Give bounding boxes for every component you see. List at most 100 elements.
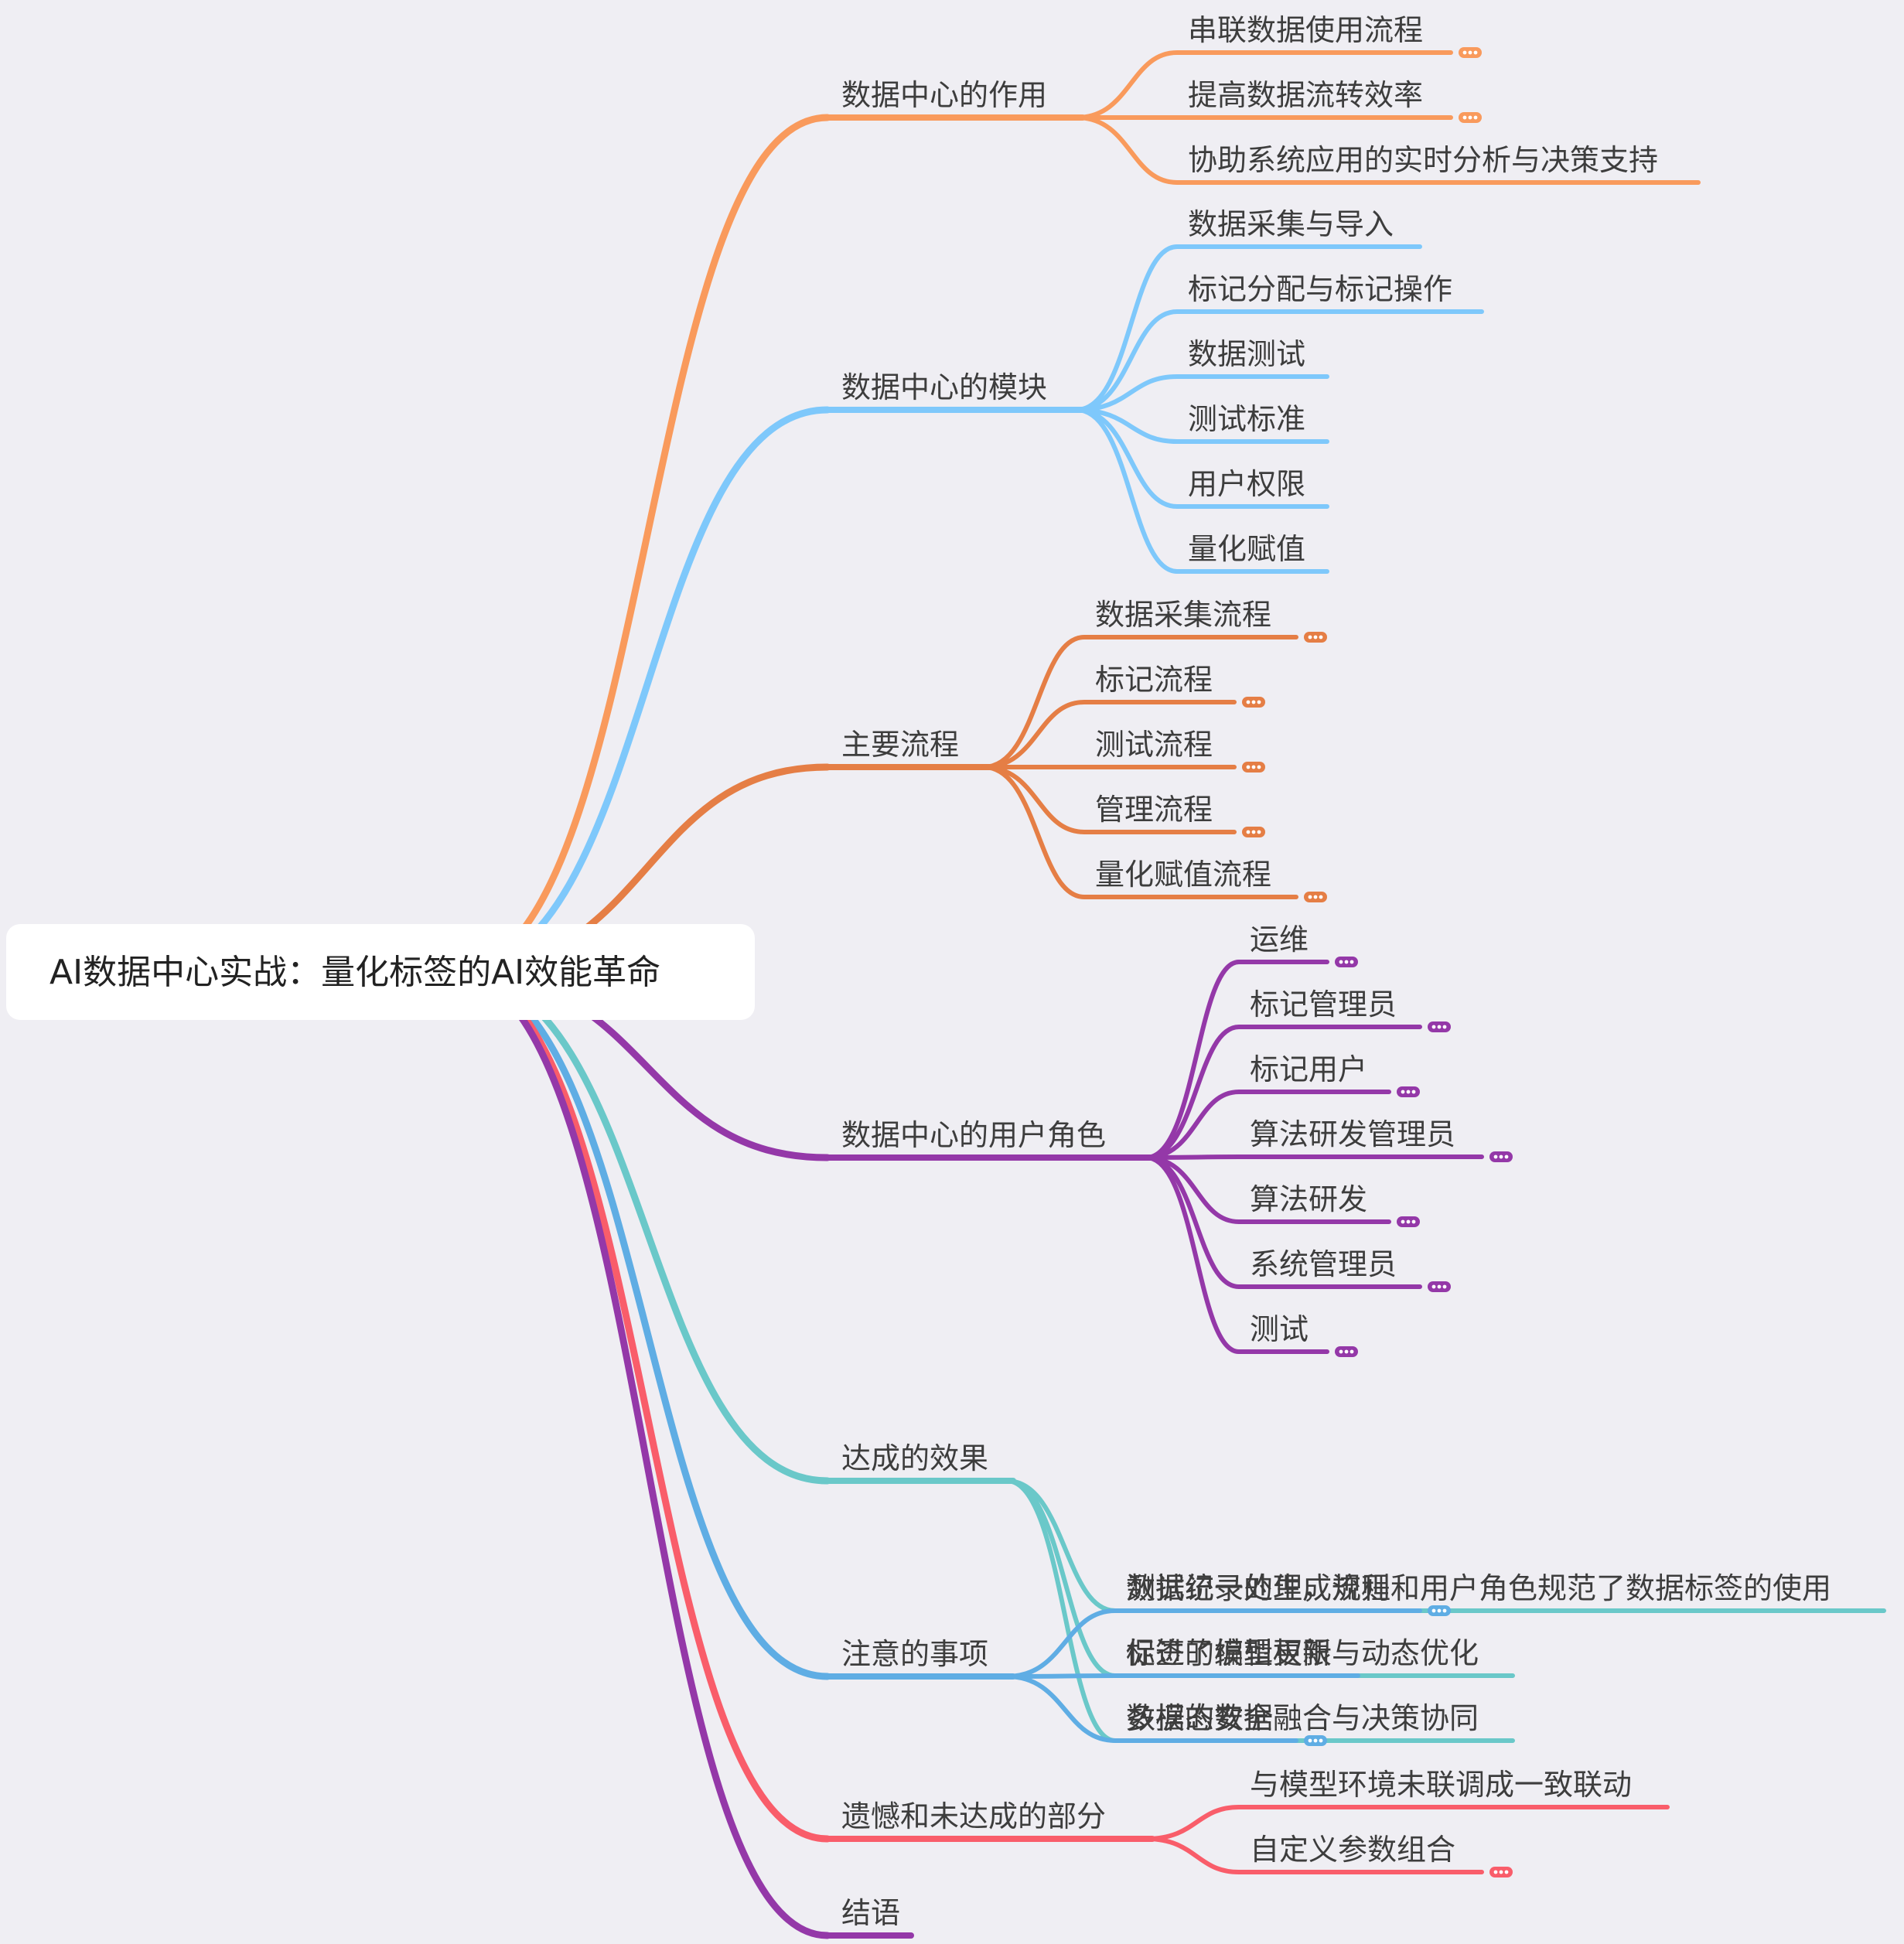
branch-node[interactable]: 结语 xyxy=(841,1896,900,1930)
collapse-toggle[interactable] xyxy=(1242,762,1265,772)
ellipsis-dot-icon xyxy=(1308,1738,1312,1743)
ellipsis-dot-icon xyxy=(1437,1284,1442,1289)
leaf-connector xyxy=(981,765,1237,834)
ellipsis-dot-icon xyxy=(1411,1219,1416,1224)
collapse-toggle[interactable] xyxy=(1304,1735,1327,1746)
ellipsis-dot-icon xyxy=(1313,635,1318,639)
leaf-label: 管理流程 xyxy=(1095,793,1213,827)
leaf-node[interactable]: 测试标准 xyxy=(1188,402,1305,436)
leaf-node[interactable]: 标记流程 xyxy=(1095,663,1265,708)
collapse-toggle[interactable] xyxy=(1242,827,1265,837)
collapse-toggle[interactable] xyxy=(1335,957,1358,967)
leaf-node[interactable]: 量化赋值 xyxy=(1188,532,1305,566)
ellipsis-dot-icon xyxy=(1406,1090,1411,1094)
leaf-label: 标记分配与标记操作 xyxy=(1188,272,1452,306)
collapse-toggle[interactable] xyxy=(1459,47,1482,58)
leaf-label: 测试记录的生成规则 xyxy=(1126,1571,1390,1605)
collapse-toggle[interactable] xyxy=(1428,1605,1451,1616)
leaf-connector xyxy=(1074,244,1422,412)
leaf-node[interactable]: 系统管理员 xyxy=(1250,1247,1451,1292)
branch-label: 数据中心的模块 xyxy=(841,370,1047,404)
leaf-label: 量化赋值流程 xyxy=(1095,858,1271,892)
leaf-node[interactable]: 运维 xyxy=(1250,923,1358,967)
leaf-node[interactable]: 提高数据流转效率 xyxy=(1188,78,1482,123)
ellipsis-dot-icon xyxy=(1246,765,1251,769)
leaf-connector xyxy=(1144,1805,1670,1841)
leaf-label: 量化赋值 xyxy=(1188,532,1305,566)
leaf-connector xyxy=(1144,1090,1391,1160)
collapse-toggle[interactable] xyxy=(1397,1086,1420,1097)
leaf-node[interactable]: 算法研发管理员 xyxy=(1250,1117,1513,1162)
leaf-node[interactable]: 量化赋值流程 xyxy=(1095,858,1327,902)
leaf-connector xyxy=(1074,50,1453,120)
leaf-node[interactable]: 标签的编辑权限 xyxy=(1126,1636,1332,1670)
collapse-toggle[interactable] xyxy=(1397,1216,1420,1227)
leaf-node[interactable]: 数据的安全 xyxy=(1126,1701,1327,1746)
leaf-node[interactable]: 标记管理员 xyxy=(1250,987,1451,1032)
leaf-label: 测试标准 xyxy=(1188,402,1305,436)
leaf-node[interactable]: 多模态数据融合与决策协同 xyxy=(1126,1701,1479,1735)
leaf-node[interactable]: 协助系统应用的实时分析与决策支持 xyxy=(1188,143,1658,177)
collapse-toggle[interactable] xyxy=(1304,892,1327,902)
collapse-toggle[interactable] xyxy=(1304,632,1327,643)
ellipsis-dot-icon xyxy=(1313,895,1318,899)
leaf-node[interactable]: 促进了模型更新与动态优化 xyxy=(1126,1636,1479,1670)
leaf-label: 标签的编辑权限 xyxy=(1126,1636,1332,1670)
ellipsis-dot-icon xyxy=(1319,895,1323,899)
collapse-toggle[interactable] xyxy=(1459,112,1482,123)
leaf-node[interactable]: 数据采集与导入 xyxy=(1188,207,1394,241)
leaf-node[interactable]: 用户权限 xyxy=(1188,467,1305,501)
leaf-node[interactable]: 标记分配与标记操作 xyxy=(1188,272,1452,306)
leaf-node[interactable]: 测试记录的生成规则 xyxy=(1126,1571,1451,1616)
leaf-node[interactable]: 自定义参数组合 xyxy=(1250,1833,1513,1877)
leaf-connector xyxy=(1005,1608,1422,1679)
branch-node[interactable]: 主要流程 xyxy=(841,728,959,762)
leaf-connector xyxy=(1144,960,1329,1160)
leaf-node[interactable]: 测试 xyxy=(1250,1312,1358,1357)
leaf-node[interactable]: 串联数据使用流程 xyxy=(1188,13,1482,58)
branch-connector xyxy=(449,406,831,976)
branch-label: 数据中心的作用 xyxy=(841,78,1047,112)
ellipsis-dot-icon xyxy=(1257,830,1261,834)
ellipsis-dot-icon xyxy=(1344,1349,1349,1354)
leaf-node[interactable]: 管理流程 xyxy=(1095,793,1265,837)
ellipsis-dot-icon xyxy=(1504,1870,1509,1874)
collapse-toggle[interactable] xyxy=(1428,1021,1451,1032)
branch-connector xyxy=(449,968,831,1485)
branch-node[interactable]: 遗憾和未达成的部分 xyxy=(841,1799,1106,1833)
branch-label: 遗憾和未达成的部分 xyxy=(841,1799,1106,1833)
ellipsis-dot-icon xyxy=(1339,960,1343,964)
collapse-toggle[interactable] xyxy=(1489,1151,1513,1162)
leaf-label: 系统管理员 xyxy=(1250,1247,1397,1281)
leaf-node[interactable]: 标记用户 xyxy=(1250,1052,1420,1097)
ellipsis-dot-icon xyxy=(1431,1025,1436,1029)
collapse-toggle[interactable] xyxy=(1335,1346,1358,1357)
root-node[interactable]: AI数据中心实战：量化标签的AI效能革命 xyxy=(6,924,755,1020)
leaf-connector xyxy=(1144,1025,1422,1160)
ellipsis-dot-icon xyxy=(1251,765,1256,769)
leaf-node[interactable]: 测试流程 xyxy=(1095,728,1265,772)
leaf-node[interactable]: 算法研发 xyxy=(1250,1182,1420,1227)
root-title: AI数据中心实战：量化标签的AI效能革命 xyxy=(49,953,660,992)
leaf-node[interactable]: 与模型环境未联调成一致联动 xyxy=(1250,1768,1632,1802)
branch-node[interactable]: 数据中心的用户角色 xyxy=(841,1118,1106,1152)
ellipsis-dot-icon xyxy=(1257,700,1261,704)
ellipsis-dot-icon xyxy=(1401,1090,1405,1094)
collapse-toggle[interactable] xyxy=(1428,1281,1451,1292)
branch-node[interactable]: 数据中心的作用 xyxy=(841,78,1047,112)
branch-connector xyxy=(449,968,831,1680)
leaf-connector xyxy=(1005,1674,1298,1743)
collapse-toggle[interactable] xyxy=(1489,1867,1513,1877)
leaf-node[interactable]: 数据统一处理，流程和用户角色规范了数据标签的使用 xyxy=(1126,1571,1831,1605)
leaf-node[interactable]: 数据测试 xyxy=(1188,337,1305,371)
branch-node[interactable]: 数据中心的模块 xyxy=(841,370,1047,404)
collapse-toggle[interactable] xyxy=(1242,697,1265,708)
branch-label: 结语 xyxy=(841,1896,900,1930)
ellipsis-dot-icon xyxy=(1251,830,1256,834)
leaf-connector xyxy=(1074,408,1329,509)
ellipsis-dot-icon xyxy=(1442,1284,1447,1289)
branch-node[interactable]: 达成的效果 xyxy=(841,1441,988,1475)
branch-node[interactable]: 注意的事项 xyxy=(841,1637,988,1671)
leaf-node[interactable]: 数据采集流程 xyxy=(1095,598,1327,643)
ellipsis-dot-icon xyxy=(1431,1608,1436,1613)
